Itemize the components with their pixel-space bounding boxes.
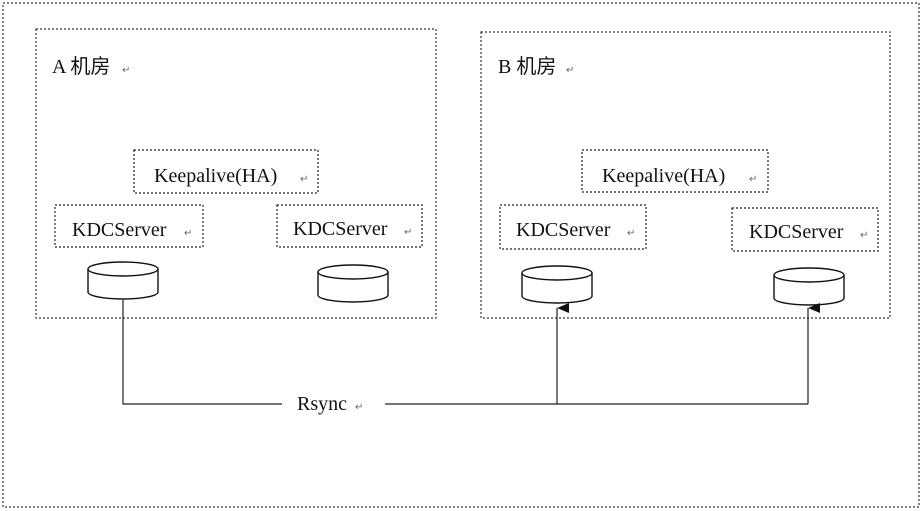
room-b-keepalive-label: Keepalive(HA) (602, 165, 725, 187)
room-b-title: B 机房 (498, 55, 556, 78)
room-a-kdc-server-right-label: KDCServer (293, 218, 388, 240)
rsync-line-source (122, 300, 282, 405)
room-b-kdc-server-right-label: KDCServer (749, 221, 844, 243)
paragraph-mark-icon: ↵ (860, 230, 868, 241)
room-a-title: A 机房 (52, 55, 110, 78)
room-b: B 机房 ↵ Keepalive(HA) ↵ KDCServer ↵ KDCSe… (480, 31, 891, 319)
room-b-kdc-server-left-label: KDCServer (516, 219, 611, 241)
room-a-keepalive-label: Keepalive(HA) (154, 165, 277, 187)
room-a-database-left-icon (87, 261, 159, 300)
room-a-kdc-server-left-box (54, 204, 204, 248)
room-b-database-left-icon (521, 265, 593, 304)
rsync-label: Rsync (297, 393, 347, 415)
paragraph-mark-icon: ↵ (627, 228, 635, 239)
paragraph-mark-icon: ↵ (184, 228, 192, 239)
paragraph-mark-icon: ↵ (749, 174, 757, 185)
room-a-database-right-icon (317, 264, 389, 303)
paragraph-mark-icon: ↵ (566, 65, 574, 76)
room-a: A 机房 ↵ Keepalive(HA) ↵ KDCServer ↵ KDCSe… (35, 28, 437, 319)
room-a-kdc-server-right-box (276, 204, 423, 248)
room-b-database-right-icon (773, 267, 845, 306)
room-b-frame (480, 31, 891, 319)
room-a-kdc-server-left-label: KDCServer (72, 219, 167, 241)
room-a-keepalive-box (133, 149, 319, 194)
room-b-keepalive-box (581, 149, 769, 193)
paragraph-mark-icon: ↵ (122, 65, 130, 76)
rsync-connector: Rsync ↵ (122, 300, 820, 415)
paragraph-mark-icon: ↵ (300, 174, 308, 185)
paragraph-mark-icon: ↵ (355, 402, 363, 413)
room-a-frame (35, 28, 437, 319)
paragraph-mark-icon: ↵ (404, 227, 412, 238)
room-b-kdc-server-right-box (731, 207, 879, 252)
room-b-kdc-server-left-box (499, 204, 647, 250)
